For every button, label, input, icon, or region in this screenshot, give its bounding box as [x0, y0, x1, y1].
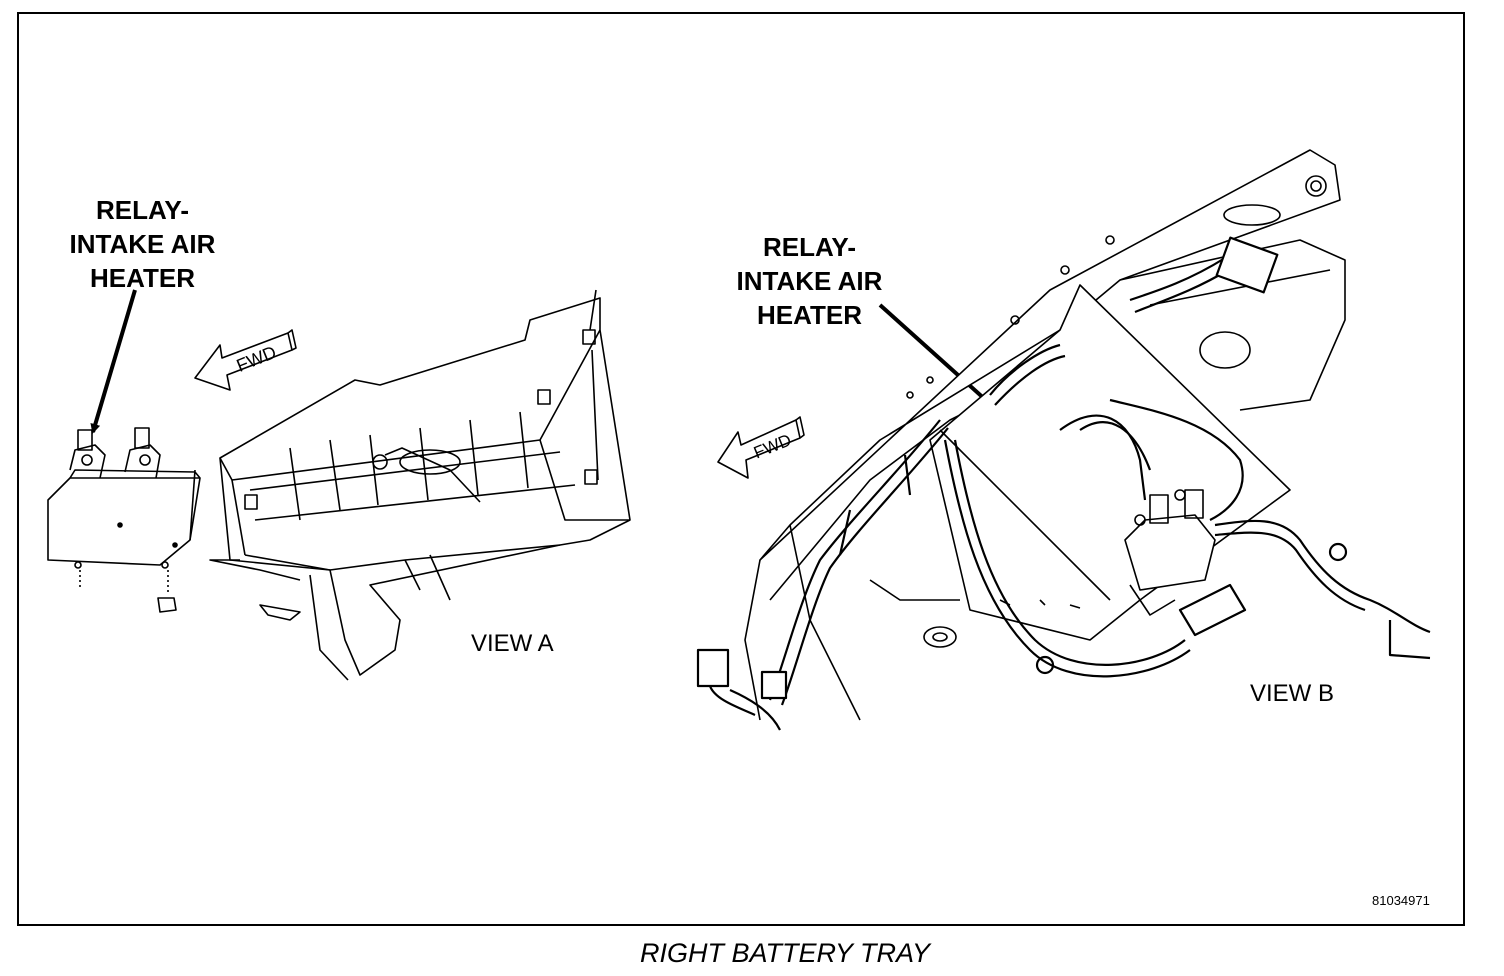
view-a-callout-line-2: INTAKE AIR	[69, 229, 216, 259]
view-a-callout-label: RELAY- INTAKE AIR HEATER	[55, 193, 230, 295]
view-a-relay-bracket	[47, 469, 201, 613]
view-b-callout-line-2: INTAKE AIR	[736, 266, 883, 296]
view-a-callout-line-1: RELAY-	[96, 195, 189, 225]
view-a-relays	[69, 427, 161, 479]
view-b-fwd-text: FWD	[751, 430, 794, 462]
view-b-callout-line-1: RELAY-	[763, 232, 856, 262]
figure-number: 81034971	[1372, 893, 1430, 908]
view-a-fwd-arrow	[194, 329, 297, 391]
view-b-wiring-harness	[696, 236, 1431, 731]
view-a-fwd-text: FWD	[234, 342, 279, 376]
view-b-illustration	[696, 149, 1431, 731]
figure-caption: RIGHT BATTERY TRAY	[639, 938, 931, 968]
view-b-callout-line-3: HEATER	[757, 300, 862, 330]
view-a-illustration	[47, 289, 631, 681]
view-b-callout-label: RELAY- INTAKE AIR HEATER	[717, 230, 902, 332]
view-b-frame-rail	[744, 149, 1346, 721]
view-a-label: VIEW A	[471, 630, 554, 657]
view-b-fwd-arrow	[717, 416, 805, 479]
view-b-relays	[1124, 489, 1216, 616]
view-a-callout-line-3: HEATER	[90, 263, 195, 293]
view-b-label: VIEW B	[1250, 680, 1335, 707]
view-a-battery-tray	[209, 289, 631, 681]
view-a-callout-arrow	[90, 289, 137, 434]
figure-frame	[17, 12, 1465, 926]
